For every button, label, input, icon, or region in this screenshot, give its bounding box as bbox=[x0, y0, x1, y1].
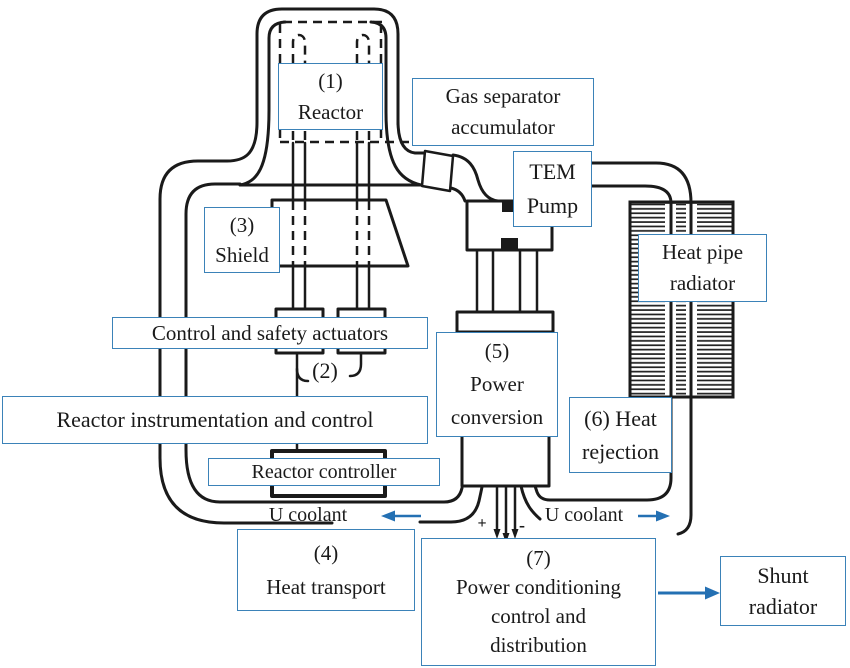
u-coolant-right-arrow bbox=[638, 510, 670, 522]
label-heat-transport: (4) Heat transport bbox=[237, 529, 415, 611]
label-minus-terminal: - bbox=[519, 514, 525, 535]
label-reactor-instrumentation: Reactor instrumentation and control bbox=[2, 396, 428, 444]
label-shield: (3) Shield bbox=[204, 207, 280, 273]
label-heat-pipe-radiator: Heat pipe radiator bbox=[638, 234, 767, 302]
label-power-conditioning: (7) Power conditioning control and distr… bbox=[421, 538, 656, 666]
coolant-loop-pipes bbox=[519, 161, 693, 536]
u-coolant-left-arrow bbox=[381, 510, 421, 522]
label-heat-rejection: (6) Heat rejection bbox=[569, 397, 672, 473]
label-control-safety-actuators: Control and safety actuators bbox=[112, 317, 428, 349]
label-reactor: (1) Reactor bbox=[278, 63, 383, 130]
label-plus-terminal: + bbox=[477, 515, 487, 532]
label-tem-pump: TEM Pump bbox=[513, 151, 592, 227]
label-item2: (2) bbox=[312, 358, 338, 383]
label-u-coolant-left: U coolant bbox=[268, 503, 348, 526]
label-u-coolant-right: U coolant bbox=[544, 503, 624, 526]
control-rods bbox=[291, 141, 371, 453]
reactor-vessel-outline bbox=[158, 7, 484, 525]
coolant-piping bbox=[420, 149, 500, 203]
label-gas-separator-accumulator: Gas separator accumulator bbox=[412, 78, 594, 146]
label-power-conversion: (5) Power conversion bbox=[436, 332, 558, 437]
label-shunt-radiator: Shunt radiator bbox=[720, 556, 846, 626]
shunt-radiator-arrow bbox=[658, 586, 720, 600]
label-reactor-controller: Reactor controller bbox=[208, 458, 440, 486]
power-wires bbox=[493, 484, 519, 543]
